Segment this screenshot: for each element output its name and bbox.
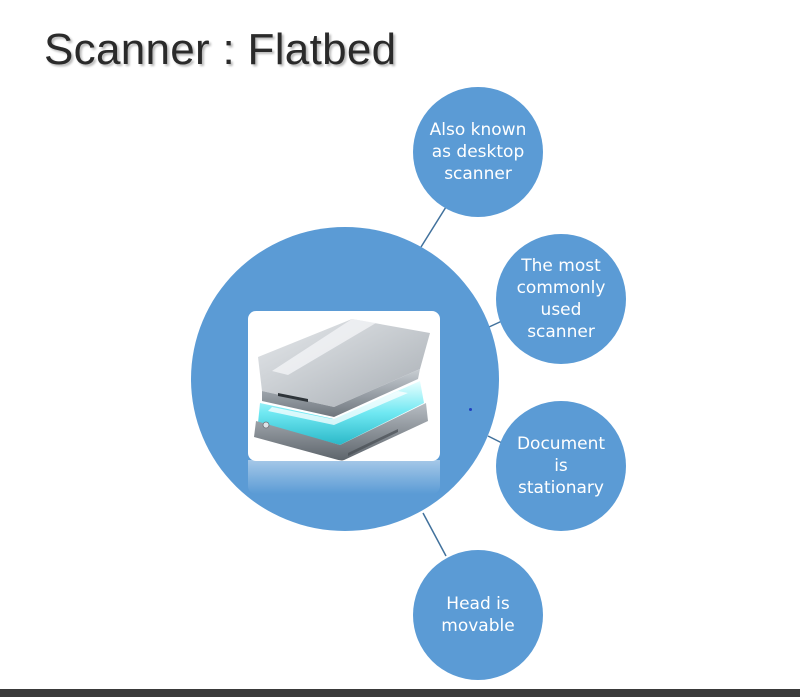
scanner-image	[248, 311, 440, 461]
node-desktop-scanner: Also known as desktop scanner	[413, 87, 543, 217]
connector-line-1	[420, 206, 447, 248]
flatbed-scanner-icon	[254, 319, 430, 461]
node-document-stationary: Document is stationary	[496, 401, 626, 531]
bottom-bar	[0, 689, 800, 697]
node-label: Head is movable	[441, 594, 515, 636]
node-label: The most commonly used scanner	[516, 256, 606, 342]
node-head-movable: Head is movable	[413, 550, 543, 680]
scanner-image-reflection	[248, 460, 440, 494]
marker-dot	[469, 408, 472, 411]
node-label: Also known as desktop scanner	[429, 120, 527, 184]
node-label: Document is stationary	[516, 434, 606, 498]
connector-line-4	[422, 512, 447, 557]
node-most-common: The most commonly used scanner	[496, 234, 626, 364]
slide-title: Scanner : Flatbed	[44, 25, 397, 74]
